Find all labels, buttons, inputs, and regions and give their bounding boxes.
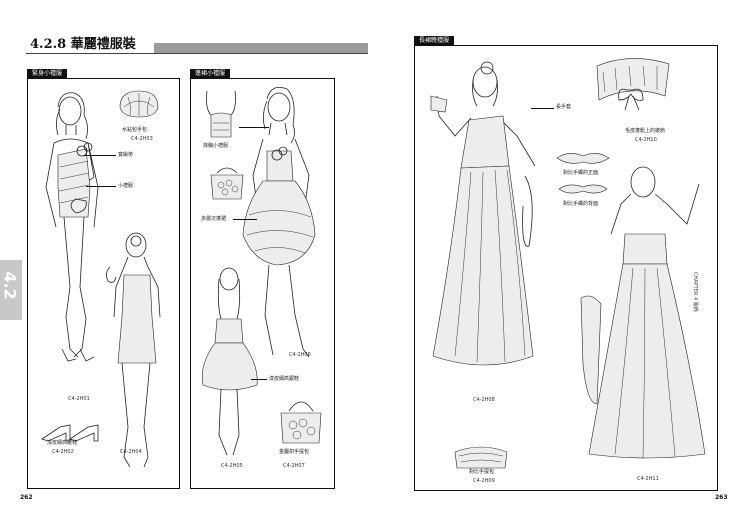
page-number-right: 263 xyxy=(715,494,728,501)
leader-gloves xyxy=(531,108,554,109)
woman-puff-back-illustration xyxy=(201,267,258,456)
panel-tight-dress: 緊身小禮服 xyxy=(27,69,180,489)
bracelet-back-illustration xyxy=(558,184,608,194)
chapter-side-text: CHAPTER 4 服飾 xyxy=(692,272,698,312)
heading-underline xyxy=(26,53,368,54)
side-tab-left xyxy=(0,260,22,320)
code-c4-2h07: C4-2H07 xyxy=(283,463,305,469)
label-skirt: 多層次蓬裙 xyxy=(201,216,227,222)
page-title: 4.2.8 華麗禮服裝 xyxy=(30,37,136,52)
label-gloves: 長手套 xyxy=(556,104,572,110)
woman-gown-back-illustration xyxy=(580,166,706,459)
label-bodice: 抹胸小禮服 xyxy=(203,143,229,149)
left-page: 4.2.8 華麗禮服裝 緊身小禮服 xyxy=(0,36,368,501)
panel-tab: 緊身小禮服 xyxy=(27,69,68,78)
pumps-illustration xyxy=(41,424,99,442)
panel-tab: 蓬裙小禮服 xyxy=(190,69,231,78)
label-bracelet-back: 對比手鐲的背面 xyxy=(563,201,599,207)
metal-clasp-bag-illustration xyxy=(280,401,322,444)
heading-gray-bar xyxy=(154,43,368,53)
label-shoes: 漆皮細高跟鞋 xyxy=(47,440,78,446)
flower-purse-illustration xyxy=(210,167,244,200)
code-c4-2h02: C4-2H02 xyxy=(52,449,74,455)
code-c4-2h08: C4-2H08 xyxy=(473,397,495,403)
label-bag: 金屬扣手提包 xyxy=(279,449,310,455)
code-c4-2h10: C4-2H10 xyxy=(635,137,657,143)
label-shawl: 毛皮蓬鬆上的披肩 xyxy=(625,128,666,134)
label-belt: 寬緞帶 xyxy=(118,152,134,158)
code-c4-2h04: C4-2H04 xyxy=(120,449,142,455)
label-handbag: 對比手提包 xyxy=(469,469,495,475)
clutch-illustration xyxy=(454,446,508,469)
code-c4-2h11: C4-2H11 xyxy=(637,476,659,482)
section-heading: 4.2.8 華麗禮服裝 xyxy=(26,36,368,54)
clutch-bag-illustration xyxy=(119,90,159,118)
code-c4-2h09: C4-2H09 xyxy=(473,478,495,484)
bodice-illustration xyxy=(206,90,236,138)
bracelet-front-illustration xyxy=(556,153,610,164)
fur-shawl-illustration xyxy=(596,58,670,111)
right-page: 長裙晚禮服 xyxy=(375,0,750,521)
code-c4-2h01: C4-2H01 xyxy=(68,396,90,402)
code-c4-2h05: C4-2H05 xyxy=(221,463,243,469)
side-tab-left-number: 4.2 xyxy=(0,271,20,300)
label-puff-shoes: 漆皮細高跟鞋 xyxy=(269,376,300,382)
label-clutch: 水鉆包手包 xyxy=(122,127,148,133)
page-number-left: 262 xyxy=(20,494,33,501)
label-dress: 小禮服 xyxy=(118,183,134,189)
woman-puff-illustration xyxy=(242,86,316,358)
woman-gown-illustration xyxy=(430,61,536,366)
code-c4-2h06: C4-2H06 xyxy=(289,352,311,358)
leader-skirt xyxy=(233,219,257,220)
leader-bodice xyxy=(239,127,269,128)
panel-puff-dress: 蓬裙小禮服 xyxy=(190,69,335,489)
code-c4-2h03: C4-2H03 xyxy=(131,136,153,142)
leader-shoes xyxy=(251,379,267,380)
woman-back-illustration xyxy=(106,232,161,468)
panel-tab: 長裙晚禮服 xyxy=(414,36,455,45)
label-bracelet-front: 對比手鐲的正面 xyxy=(563,170,599,176)
leader-belt xyxy=(84,155,116,156)
leader-dress xyxy=(86,186,116,187)
panel-evening-gown: 長裙晚禮服 xyxy=(414,36,718,491)
woman-front-illustration xyxy=(45,92,99,362)
